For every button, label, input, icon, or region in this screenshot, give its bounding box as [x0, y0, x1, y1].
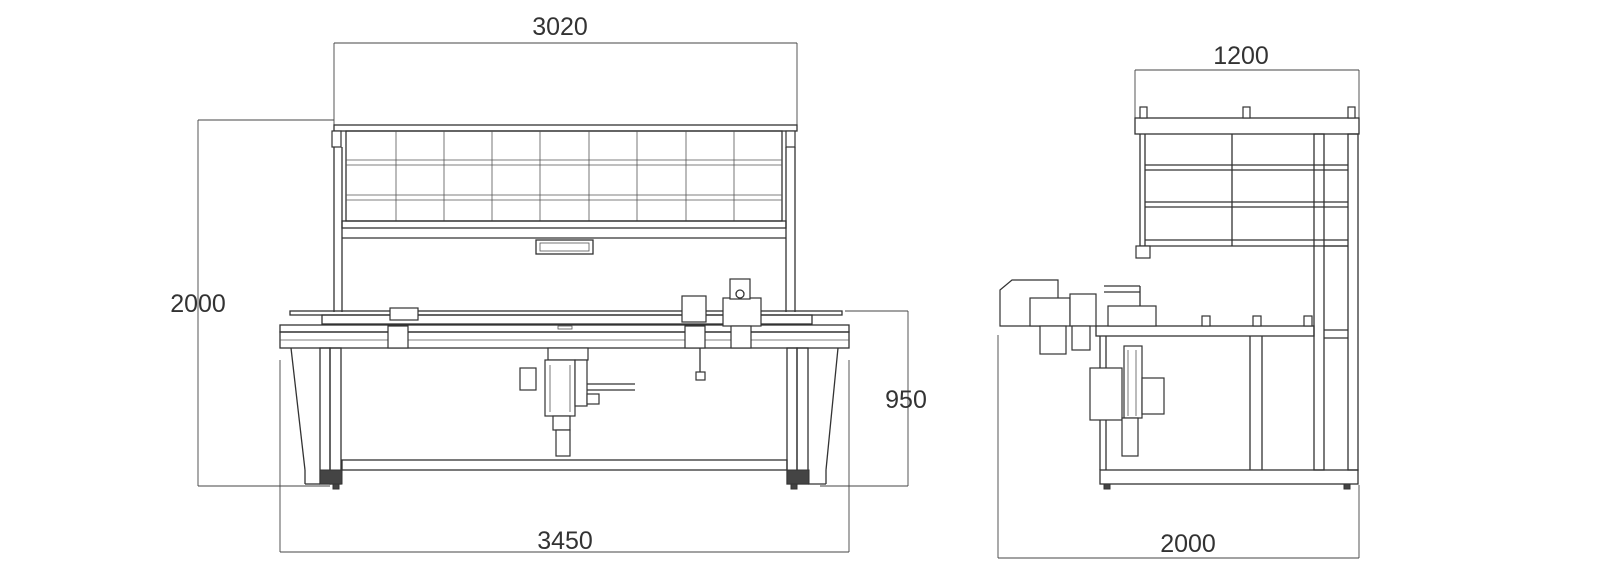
front-legs [290, 347, 839, 490]
side-motor [1089, 345, 1165, 457]
dim-front-height: 2000 [170, 119, 334, 487]
side-view: 1200 2000 [997, 42, 1360, 559]
front-posts [333, 147, 796, 312]
dim-side-bottom: 2000 [997, 335, 1360, 559]
dim-front-table-height: 950 [820, 310, 927, 487]
front-upper-frame [331, 124, 798, 255]
front-carriages [387, 278, 762, 381]
dim-side-bottom-label: 2000 [1160, 530, 1216, 558]
dim-front-top-label: 3020 [532, 13, 588, 41]
dim-side-top-label: 1200 [1213, 42, 1269, 70]
side-posts [1313, 133, 1359, 471]
front-view: 3020 2000 950 3450 [170, 13, 927, 555]
dim-front-bottom: 3450 [279, 360, 850, 555]
front-motor [519, 347, 635, 457]
dim-front-top: 3020 [333, 13, 798, 125]
side-head-assembly [999, 279, 1157, 355]
front-table [279, 310, 850, 349]
dim-side-top: 1200 [1134, 42, 1360, 118]
side-upper-frame [1134, 106, 1360, 259]
dim-front-table-height-label: 950 [885, 386, 927, 414]
dim-front-bottom-label: 3450 [537, 527, 593, 555]
dim-front-height-label: 2000 [170, 290, 226, 318]
